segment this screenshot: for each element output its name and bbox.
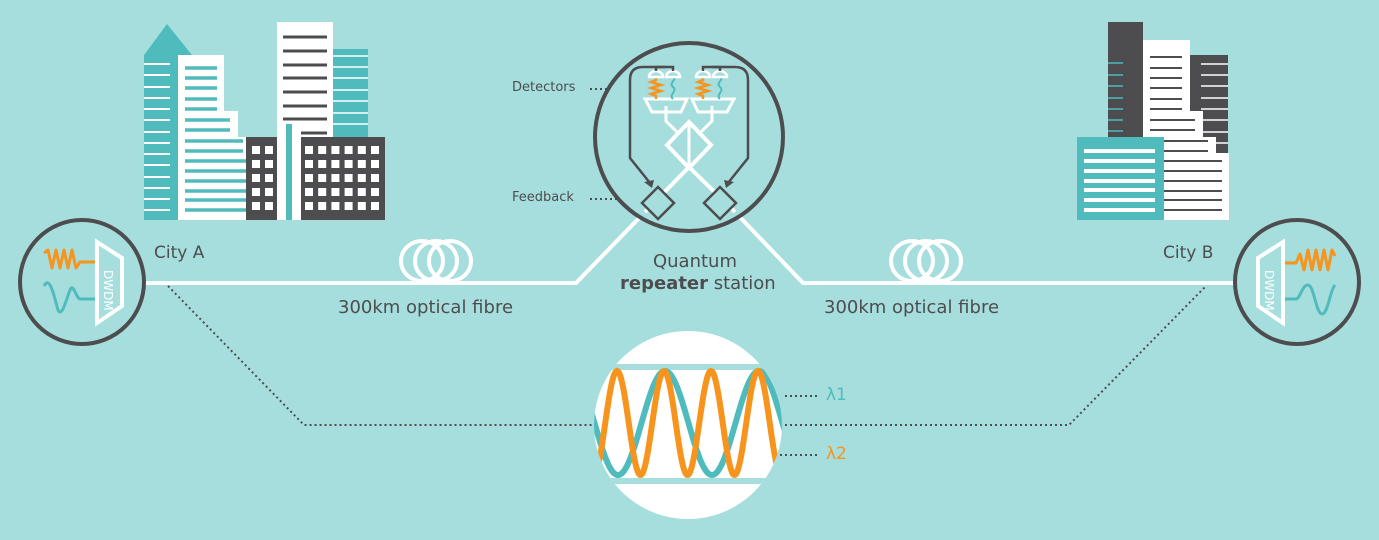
- city-a-tower-spire-stripes: [144, 63, 170, 211]
- window: [318, 146, 327, 154]
- window: [344, 202, 353, 210]
- window: [357, 188, 366, 196]
- dotted-line-city-a: [167, 285, 600, 426]
- repeater-title-line1: Quantum: [652, 251, 737, 272]
- window: [357, 146, 366, 154]
- city-a-label: City A: [154, 243, 205, 263]
- endpoint-circle-right: [1233, 218, 1361, 346]
- detectors: [647, 69, 729, 79]
- detectors-label: Detectors: [512, 80, 576, 95]
- orange-photon-left: [646, 77, 666, 99]
- window: [371, 146, 379, 154]
- feedback-wiring: [628, 65, 750, 184]
- window: [344, 146, 353, 154]
- quantum-repeater[interactable]: [593, 41, 785, 233]
- orange-signal-wave-right: [1283, 248, 1337, 272]
- dwdm-endpoint-left[interactable]: DWDM: [18, 218, 146, 346]
- fibre-coil-left: [399, 239, 473, 283]
- city-a-white-stepped-building: [178, 55, 250, 220]
- window: [344, 174, 353, 182]
- window: [357, 174, 366, 182]
- city-a-tall-tower-stripes: [283, 35, 327, 135]
- window: [331, 146, 340, 154]
- window: [305, 174, 313, 182]
- city-a-dark-block-left-windows: [252, 146, 273, 210]
- city-a-teal-tower-stripes: [333, 55, 368, 125]
- teal-photon-right: [717, 76, 723, 100]
- city-b-dark-tower-left-stripes: [1108, 62, 1123, 132]
- window: [318, 202, 327, 210]
- city-a-dark-block-right-windows: [305, 146, 379, 210]
- orange-signal-wave-left: [43, 248, 97, 270]
- city-a-white-building-stripes: [185, 66, 248, 212]
- window: [305, 202, 313, 210]
- window: [331, 174, 340, 182]
- window: [357, 202, 366, 210]
- fibre-left-label: 300km optical fibre: [338, 297, 514, 318]
- repeater-title-bold: repeater: [620, 273, 709, 294]
- dwdm-endpoint-right[interactable]: DWDM: [1233, 218, 1361, 346]
- wave-lambda2: [594, 367, 782, 478]
- feedback-modulator-right: [702, 185, 738, 221]
- window: [371, 174, 379, 182]
- dwdm-label-left: DWDM: [101, 270, 115, 311]
- optical-fibre-lines: [144, 210, 1237, 285]
- dwdm-label-right: DWDM: [1262, 270, 1276, 311]
- window: [318, 174, 327, 182]
- city-a-buildings: [144, 22, 385, 220]
- window: [357, 160, 366, 168]
- window: [371, 160, 379, 168]
- window: [344, 160, 353, 168]
- window: [371, 188, 379, 196]
- city-b-teal-block-stripes: [1084, 149, 1155, 212]
- window: [305, 160, 313, 168]
- feedback-arrow-left: [644, 180, 654, 188]
- orange-photon-right: [693, 77, 713, 99]
- lambda2-label: λ2: [826, 444, 847, 464]
- endpoint-circle-left: [18, 218, 146, 346]
- repeater-title-rest: station: [708, 273, 776, 294]
- window: [371, 202, 379, 210]
- repeater-title-line2: repeater station: [620, 273, 776, 295]
- window: [305, 146, 313, 154]
- feedback-arrow-right: [724, 180, 734, 188]
- city-b-label: City B: [1163, 243, 1214, 263]
- fibre-coil-right: [889, 239, 963, 283]
- window: [331, 202, 340, 210]
- fibre-line-right: [733, 210, 1237, 285]
- window: [344, 188, 353, 196]
- fibre-line-left: [144, 210, 647, 285]
- feedback-modulator-left: [640, 185, 676, 221]
- teal-signal-wave-left: [42, 281, 97, 314]
- city-a-teal-tower: [330, 49, 368, 139]
- teal-signal-wave-right: [1283, 283, 1337, 316]
- dwdm-multiplexer-left: [95, 238, 124, 327]
- dwdm-multiplexer-right: [1256, 238, 1285, 327]
- city-a-tower-accent: [286, 124, 292, 220]
- window: [331, 160, 340, 168]
- city-b-dark-tower-left: [1108, 22, 1143, 140]
- lambda1-label: λ1: [826, 385, 847, 405]
- city-b-buildings: [1077, 22, 1229, 220]
- window: [318, 160, 327, 168]
- repeater-title: Quantum repeater station: [620, 251, 776, 295]
- window: [331, 188, 340, 196]
- wavelength-magnifier: [594, 331, 782, 519]
- feedback-label: Feedback: [512, 190, 574, 205]
- fibre-right-label: 300km optical fibre: [824, 297, 1000, 318]
- teal-photon-left: [670, 76, 676, 100]
- window: [318, 188, 327, 196]
- window: [305, 188, 313, 196]
